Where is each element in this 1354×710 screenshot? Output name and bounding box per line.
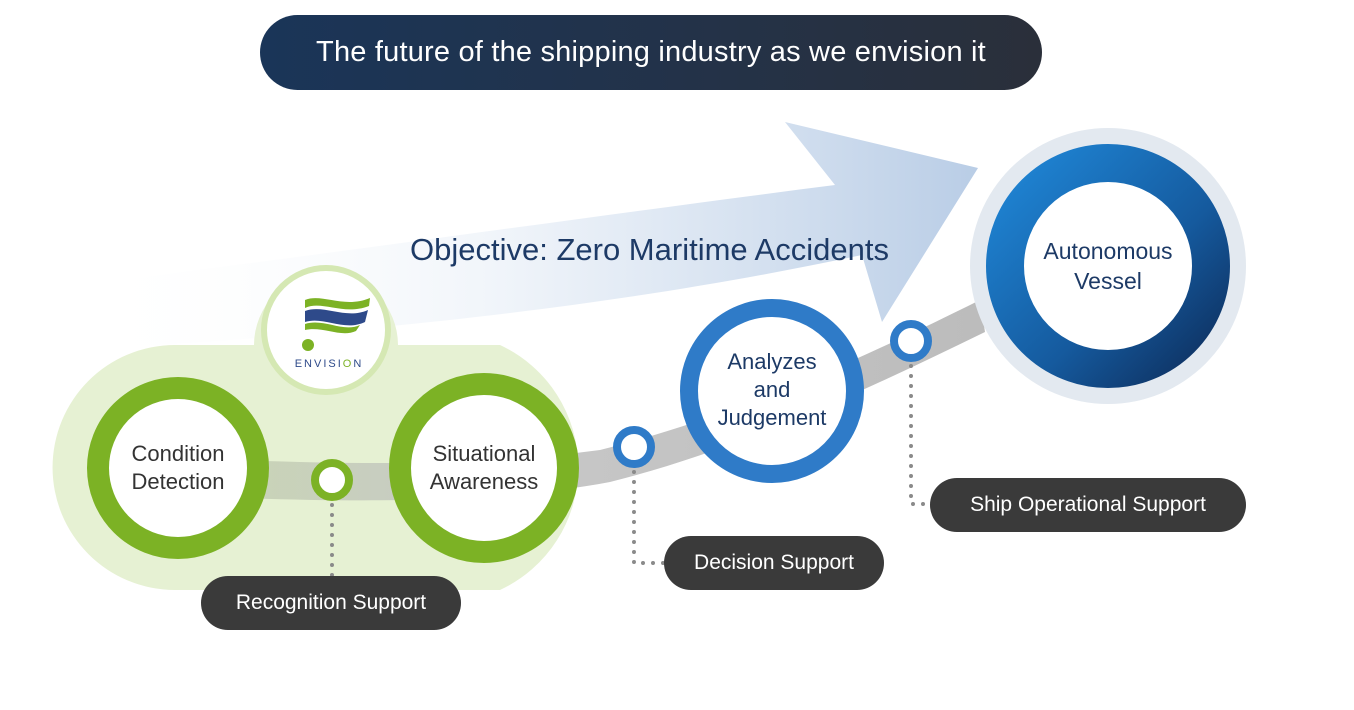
envision-flag-icon bbox=[302, 298, 370, 351]
ship-operational-connector-ring bbox=[890, 320, 932, 362]
objective-label: Objective: Zero Maritime Accidents bbox=[410, 232, 889, 267]
brand-text-part: ENVISI bbox=[294, 358, 343, 370]
ship-operational-leader-line bbox=[909, 364, 932, 506]
envision-brand-text: ENVISION bbox=[260, 358, 398, 370]
decision-support-badge: Decision Support bbox=[664, 536, 884, 590]
analyzes-judgement-node bbox=[680, 299, 864, 483]
autonomous-vessel-label: Autonomous Vessel bbox=[1043, 238, 1173, 294]
leader-lines bbox=[330, 364, 932, 580]
recognition-support-badge: Recognition Support bbox=[201, 576, 461, 630]
decision-connector-ring bbox=[613, 426, 655, 468]
situational-awareness-node bbox=[389, 373, 579, 563]
analyzes-judgement-label: Analyzes and Judgement bbox=[717, 349, 827, 430]
condition-detection-label: Condition Detection bbox=[131, 441, 225, 494]
brand-text-o: O bbox=[342, 358, 354, 370]
decision-leader-line bbox=[632, 470, 666, 565]
recognition-connector-ring bbox=[311, 459, 353, 501]
ship-operational-support-badge: Ship Operational Support bbox=[930, 478, 1246, 532]
page-title: The future of the shipping industry as w… bbox=[260, 15, 1042, 90]
situational-awareness-label: Situational Awareness bbox=[429, 441, 539, 494]
condition-detection-node bbox=[87, 377, 269, 559]
autonomous-vessel-node bbox=[986, 144, 1230, 388]
brand-text-part: N bbox=[353, 358, 364, 370]
